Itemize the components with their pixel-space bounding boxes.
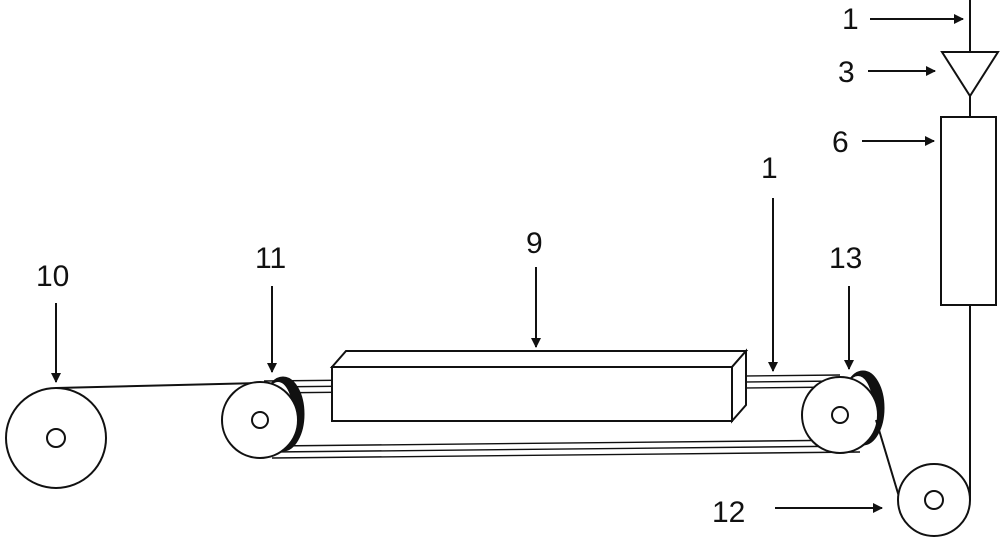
- label-9: 9: [526, 227, 543, 260]
- label-3: 3: [838, 56, 855, 89]
- roller-13: [802, 371, 884, 453]
- label-10: 10: [36, 260, 69, 293]
- label-1-mid: 1: [761, 152, 778, 185]
- label-1-top: 1: [842, 3, 859, 36]
- roller-10: [6, 388, 106, 488]
- fiber-line-diagonal: [876, 420, 900, 500]
- oven-box: [332, 351, 746, 421]
- label-13: 13: [829, 242, 862, 275]
- fiber-line-top-left: [56, 383, 258, 388]
- roller-11: [222, 377, 304, 458]
- label-11: 11: [255, 242, 286, 275]
- label-6: 6: [832, 126, 849, 159]
- roller-12: [898, 464, 970, 536]
- label-12: 12: [712, 496, 745, 529]
- coating-column: [941, 117, 996, 305]
- funnel-component: [942, 52, 998, 96]
